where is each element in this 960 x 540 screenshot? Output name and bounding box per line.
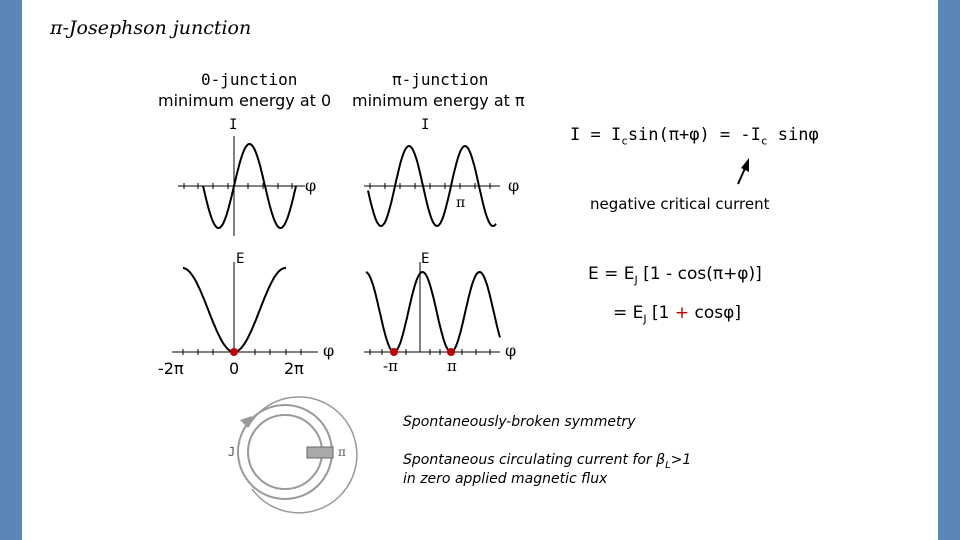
pi-current-sine-curve bbox=[367, 144, 497, 228]
ring-current-arrow-arc bbox=[247, 396, 358, 514]
current-eq-part3: sinφ bbox=[767, 125, 819, 145]
ring-current-label: J bbox=[228, 445, 236, 459]
pi-energy-minimum-dot-left bbox=[390, 348, 398, 356]
pi-energy-curve bbox=[365, 270, 501, 354]
slide-title: π-Josephson junction bbox=[50, 17, 252, 39]
energy-eq1-sub: J bbox=[634, 273, 638, 287]
zero-energy-phase-label: φ bbox=[323, 341, 335, 360]
energy-eq2-part1: = E bbox=[613, 303, 644, 323]
ring-pi-label: π bbox=[338, 445, 346, 459]
current-eq-part2: sin(π+φ) = -I bbox=[627, 125, 761, 145]
pi-junction-subheading: minimum energy at π bbox=[352, 91, 525, 110]
pi-current-axis-label: I bbox=[421, 117, 430, 133]
current-eq-sub2: c bbox=[760, 134, 768, 148]
zero-energy-minimum-dot bbox=[230, 348, 238, 356]
zero-current-axis-label: I bbox=[229, 117, 238, 133]
pi-energy-minimum-dot-right bbox=[447, 348, 455, 356]
ring-arrow-head bbox=[240, 416, 252, 428]
pi-energy-tick-minus-pi: -π bbox=[383, 357, 398, 375]
energy-equation-line2: = EJ [1 + cosφ] bbox=[613, 303, 742, 326]
energy-equation-line1: E = EJ [1 - cos(π+φ)] bbox=[588, 264, 762, 287]
pi-energy-tick-marks bbox=[369, 349, 491, 355]
zero-junction-subheading: minimum energy at 0 bbox=[158, 91, 332, 110]
circulating-current-note: Spontaneous circulating current for βL>1 bbox=[403, 453, 691, 471]
zero-energy-tick-2pi: 2π bbox=[284, 359, 304, 378]
zero-current-phase-label: φ bbox=[305, 176, 317, 195]
pi-current-phase-label: φ bbox=[508, 176, 520, 195]
pi-energy-phase-label: φ bbox=[505, 341, 517, 360]
zero-energy-axis-label: E bbox=[236, 251, 245, 267]
pi-junction-heading: π-junction bbox=[392, 70, 489, 89]
current-equation: I = Icsin(π+φ) = -Ic sinφ bbox=[570, 125, 819, 148]
pi-energy-axis-label: E bbox=[421, 251, 430, 267]
zero-energy-tick-zero: 0 bbox=[229, 359, 240, 378]
current-eq-part1: I = I bbox=[570, 125, 622, 145]
pi-current-tick-marks bbox=[369, 183, 491, 189]
broken-symmetry-note: Spontaneously-broken symmetry bbox=[403, 414, 636, 430]
left-edge-bar bbox=[0, 0, 22, 540]
pi-energy-tick-pi: π bbox=[447, 357, 457, 375]
critical-current-label: negative critical current bbox=[590, 195, 770, 213]
pi-current-pi-label: π bbox=[456, 195, 466, 211]
zero-flux-note: in zero applied magnetic flux bbox=[403, 471, 608, 487]
pi-junction-block bbox=[306, 446, 334, 459]
energy-eq2-sub: J bbox=[643, 312, 647, 326]
circ-note-sub: L bbox=[665, 459, 671, 471]
circ-note-part1: Spontaneous circulating current for β bbox=[403, 452, 666, 468]
energy-eq1-part2: [1 - cos(π+φ)] bbox=[637, 264, 762, 284]
circ-note-part2: >1 bbox=[670, 452, 692, 468]
zero-energy-tick-marks bbox=[182, 349, 302, 355]
energy-eq2-part2: [1 bbox=[646, 303, 675, 323]
zero-current-tick-marks bbox=[183, 183, 293, 189]
zero-energy-tick-minus-2pi: -2π bbox=[158, 359, 184, 378]
energy-eq2-part3: cosφ] bbox=[689, 303, 742, 323]
energy-eq1-part1: E = E bbox=[588, 264, 635, 284]
zero-current-sine-curve bbox=[202, 142, 297, 230]
right-edge-bar bbox=[938, 0, 960, 540]
current-eq-sub1: c bbox=[621, 134, 628, 148]
zero-junction-heading: 0-junction bbox=[201, 70, 298, 89]
energy-eq2-plus: + bbox=[674, 303, 690, 323]
